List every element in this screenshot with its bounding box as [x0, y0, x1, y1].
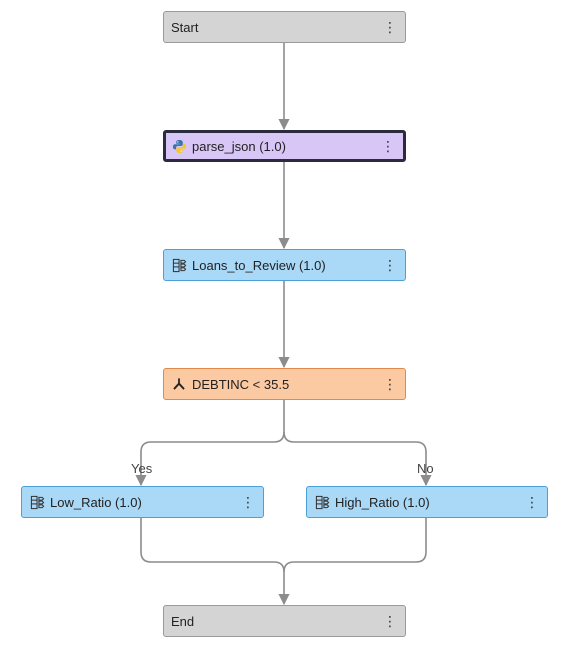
low-ratio-node-label: Low_Ratio (1.0) — [50, 494, 142, 510]
rule-set-icon — [29, 494, 45, 510]
high-ratio-node-label: High_Ratio (1.0) — [335, 494, 430, 510]
connector-condition-to-low-ratio — [135, 400, 285, 487]
branch-label-no: No — [417, 461, 434, 476]
start-node[interactable]: Start ⋮ — [163, 11, 406, 43]
condition-node[interactable]: DEBTINC < 35.5 ⋮ — [163, 368, 406, 400]
rule-set-icon — [314, 494, 330, 510]
end-node-label: End — [171, 613, 195, 629]
connector-condition-to-high-ratio — [283, 431, 432, 487]
more-vertical-icon[interactable]: ⋮ — [383, 613, 397, 629]
branch-icon — [171, 376, 187, 392]
more-vertical-icon[interactable]: ⋮ — [241, 494, 255, 510]
high-ratio-node[interactable]: High_Ratio (1.0) ⋮ — [306, 486, 548, 518]
more-vertical-icon[interactable]: ⋮ — [381, 138, 395, 154]
end-node[interactable]: End ⋮ — [163, 605, 406, 637]
parse-json-node[interactable]: parse_json (1.0) ⋮ — [163, 130, 406, 162]
parse-json-node-label: parse_json (1.0) — [192, 138, 286, 154]
loans-to-review-node-label: Loans_to_Review (1.0) — [192, 257, 326, 273]
more-vertical-icon[interactable]: ⋮ — [383, 257, 397, 273]
python-icon — [171, 138, 187, 154]
connector-low-ratio-to-end — [140, 518, 290, 606]
loans-to-review-node[interactable]: Loans_to_Review (1.0) ⋮ — [163, 249, 406, 281]
condition-node-label: DEBTINC < 35.5 — [192, 376, 290, 392]
more-vertical-icon[interactable]: ⋮ — [383, 376, 397, 392]
branch-label-yes: Yes — [131, 461, 153, 476]
more-vertical-icon[interactable]: ⋮ — [383, 19, 397, 35]
low-ratio-node[interactable]: Low_Ratio (1.0) ⋮ — [21, 486, 264, 518]
more-vertical-icon[interactable]: ⋮ — [525, 494, 539, 510]
start-node-label: Start — [171, 19, 199, 35]
rule-set-icon — [171, 257, 187, 273]
connector-high-ratio-to-end — [283, 518, 427, 573]
